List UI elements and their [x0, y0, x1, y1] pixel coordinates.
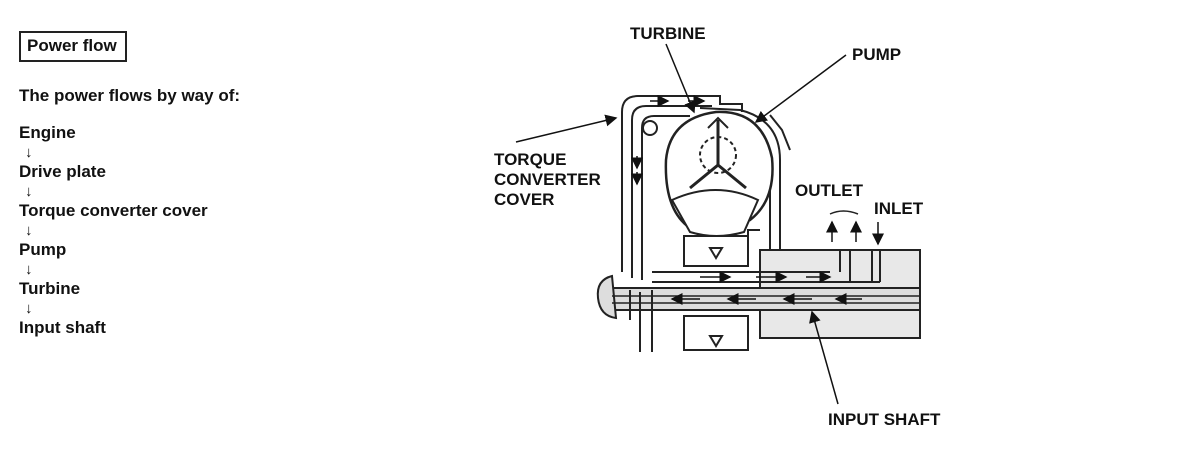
down-arrow-icon: ↓: [25, 299, 33, 317]
label-cover-line3: COVER: [494, 190, 554, 209]
intro-text: The power flows by way of:: [19, 86, 241, 105]
section-title: Power flow: [19, 31, 127, 62]
down-arrow-icon: ↓: [25, 221, 33, 239]
flow-step-torque-converter-cover: Torque converter cover: [19, 201, 208, 220]
down-arrow-icon: ↓: [25, 182, 33, 200]
label-turbine: TURBINE: [630, 24, 706, 43]
down-arrow-icon: ↓: [25, 143, 33, 161]
label-cover-line2: CONVERTER: [494, 170, 601, 189]
label-outlet: OUTLET: [795, 181, 864, 200]
flow-step-input-shaft: Input shaft: [19, 318, 106, 337]
label-cover-line1: TORQUE: [494, 150, 566, 169]
flow-step-engine: Engine: [19, 123, 76, 142]
label-input-shaft: INPUT SHAFT: [828, 410, 941, 429]
flow-arrows: [631, 95, 884, 305]
leader-lines: [515, 43, 847, 405]
flow-step-drive-plate: Drive plate: [19, 162, 106, 181]
outlet-bracket: [829, 210, 859, 215]
flow-step-turbine: Turbine: [19, 279, 81, 298]
label-pump: PUMP: [852, 45, 901, 64]
flow-step-pump: Pump: [19, 240, 67, 259]
cover-bolt-icon: [642, 120, 658, 136]
converter-cover: [621, 95, 743, 352]
down-arrow-icon: ↓: [25, 260, 33, 278]
turbine-wheel: [664, 110, 774, 237]
flow-chamber: [652, 235, 881, 351]
label-inlet: INLET: [874, 199, 924, 218]
flow-list: Engine ↓ Drive plate ↓ Torque converter …: [19, 123, 208, 338]
